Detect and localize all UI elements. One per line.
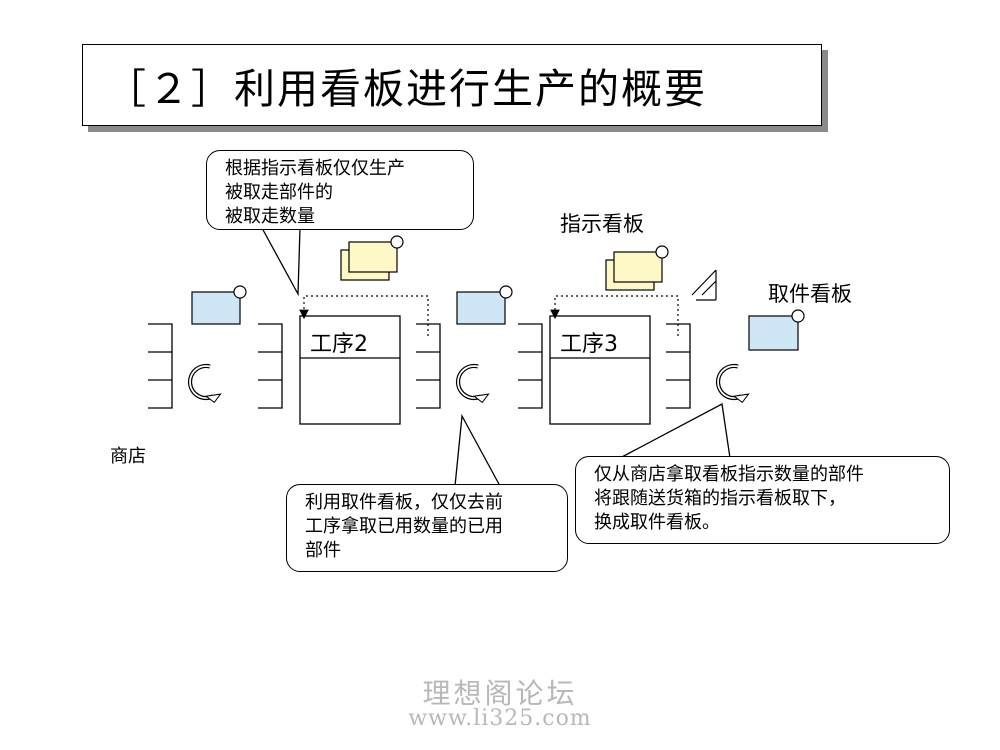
store-shelf-4 xyxy=(666,323,691,409)
cycle-arrow-icon-2 xyxy=(455,363,490,404)
store-shelf-left xyxy=(148,323,173,409)
title-box: ［２］利用看板进行生产的概要 xyxy=(82,44,822,126)
watermark-forum-name: 理想阁论坛 xyxy=(422,677,578,710)
production-kanban-stack-2 xyxy=(605,245,669,291)
callout-pointer-top-left xyxy=(261,227,301,297)
process-3-label: 工序3 xyxy=(560,332,618,357)
callout-top-left: 根据指示看板仅仅生产 被取走部件的 被取走数量 xyxy=(206,150,474,230)
process-2-label: 工序2 xyxy=(310,332,368,357)
watermark-url: www.li325.com xyxy=(408,706,592,731)
callout-bottom-right: 仅从商店拿取看板指示数量的部件 将跟随送货箱的指示看板取下， 换成取件看板。 xyxy=(575,456,950,544)
process-2-box xyxy=(299,315,401,425)
production-kanban-label: 指示看板 xyxy=(560,212,644,236)
callout-text-line: 利用取件看板，仅仅去前 xyxy=(305,492,503,513)
withdrawal-kanban-label: 取件看板 xyxy=(768,282,852,306)
withdrawal-kanban-card-2 xyxy=(456,285,513,325)
callout-bottom-middle: 利用取件看板，仅仅去前 工序拿取已用数量的已用 部件 xyxy=(286,484,568,572)
callout-pointer-bottom-middle xyxy=(454,413,501,487)
cycle-arrow-icon-1 xyxy=(187,363,222,404)
store-shelf-3 xyxy=(518,323,543,409)
store-shelf-2 xyxy=(416,323,441,409)
process-3-box xyxy=(549,315,651,425)
cycle-arrow-icon-3 xyxy=(715,363,750,404)
callout-pointer-bottom-right xyxy=(619,402,731,459)
callout-text-line: 将跟随送货箱的指示看板取下， xyxy=(594,488,846,509)
callout-text-line: 工序拿取已用数量的已用 xyxy=(305,516,503,537)
callout-text-line: 被取走数量 xyxy=(225,206,315,227)
withdrawal-kanban-card-1 xyxy=(191,285,247,325)
dotted-flow-process-2 xyxy=(299,295,429,336)
callout-text-line: 被取走部件的 xyxy=(225,182,333,203)
dotted-flow-process-3 xyxy=(550,295,679,336)
callout-text-line: 根据指示看板仅仅生产 xyxy=(225,158,405,179)
callout-text-line: 仅从商店拿取看板指示数量的部件 xyxy=(594,464,864,485)
kanban-post-icon xyxy=(691,269,717,301)
page-title: ［２］利用看板进行生产的概要 xyxy=(105,65,707,113)
store-label: 商店 xyxy=(110,446,146,467)
callout-text-line: 部件 xyxy=(305,540,341,561)
withdrawal-kanban-card-3 xyxy=(748,309,805,351)
store-shelf-1 xyxy=(258,323,283,409)
production-kanban-stack-1 xyxy=(340,235,404,281)
callout-text-line: 换成取件看板。 xyxy=(594,512,720,533)
